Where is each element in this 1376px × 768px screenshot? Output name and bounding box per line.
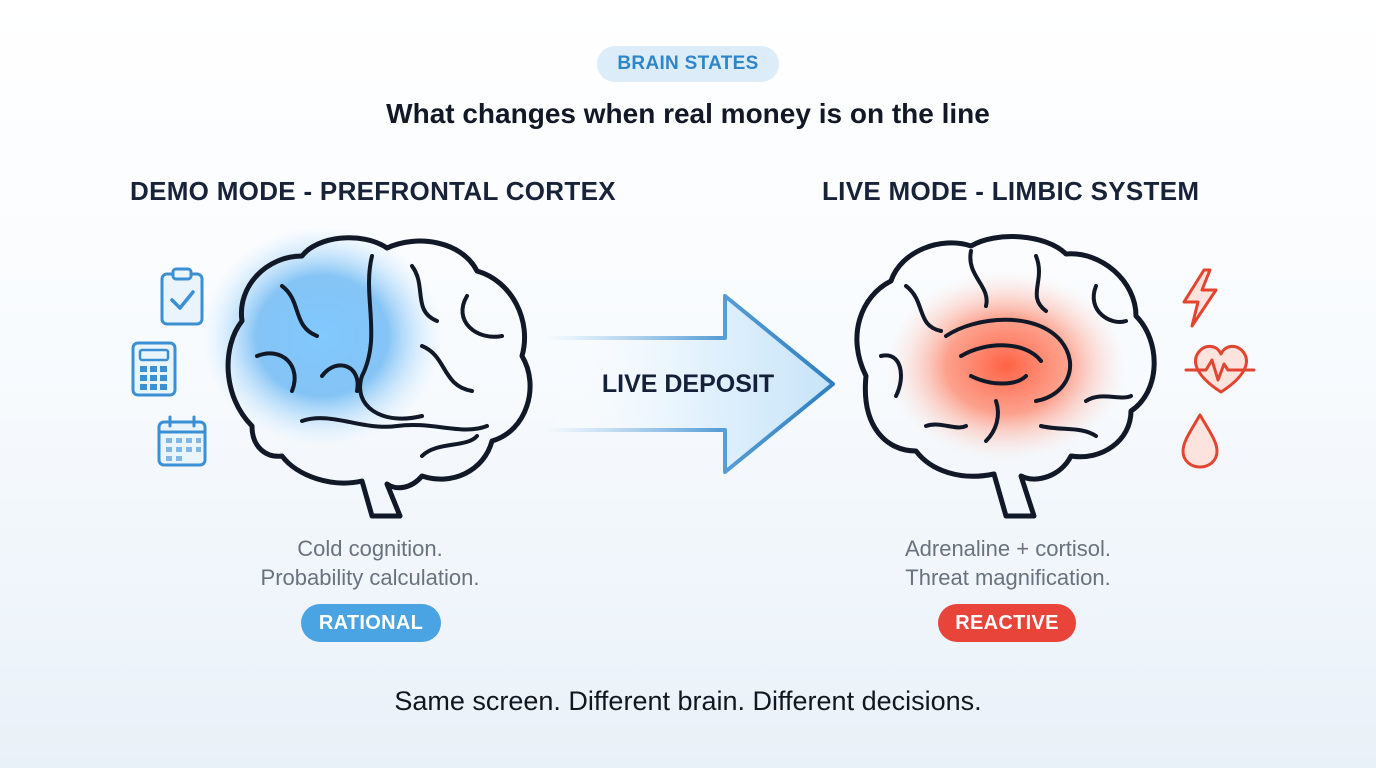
lightning-icon <box>1182 268 1218 328</box>
brain-states-tag: BRAIN STATES <box>597 46 779 82</box>
demo-caption-line-1: Cold cognition. <box>297 536 443 561</box>
rational-badge: RATIONAL <box>301 604 441 642</box>
headline: What changes when real money is on the l… <box>386 98 990 129</box>
live-mode-title: LIVE MODE - LIMBIC SYSTEM <box>822 176 1200 206</box>
footer-tagline: Same screen. Different brain. Different … <box>394 686 982 716</box>
reactive-badge: REACTIVE <box>938 604 1076 642</box>
live-brain <box>854 234 1157 519</box>
arrow-label: LIVE DEPOSIT <box>601 370 775 398</box>
demo-caption: Cold cognition. Probability calculation. <box>210 534 530 592</box>
calculator-icon <box>131 341 177 397</box>
demo-mode-title: DEMO MODE - PREFRONTAL CORTEX <box>130 176 616 206</box>
clipboard-check-icon <box>160 267 204 326</box>
live-caption-line-1: Adrenaline + cortisol. <box>904 536 1112 561</box>
live-caption: Adrenaline + cortisol. Threat magnificat… <box>848 534 1168 592</box>
live-caption-line-2: Threat magnification. <box>905 565 1111 590</box>
calendar-icon <box>157 415 207 467</box>
demo-caption-line-2: Probability calculation. <box>260 565 480 590</box>
live-deposit-arrow[interactable] <box>545 292 840 476</box>
blood-drop-icon <box>1181 413 1219 469</box>
heartbeat-icon <box>1184 344 1256 394</box>
demo-brain <box>202 226 533 519</box>
